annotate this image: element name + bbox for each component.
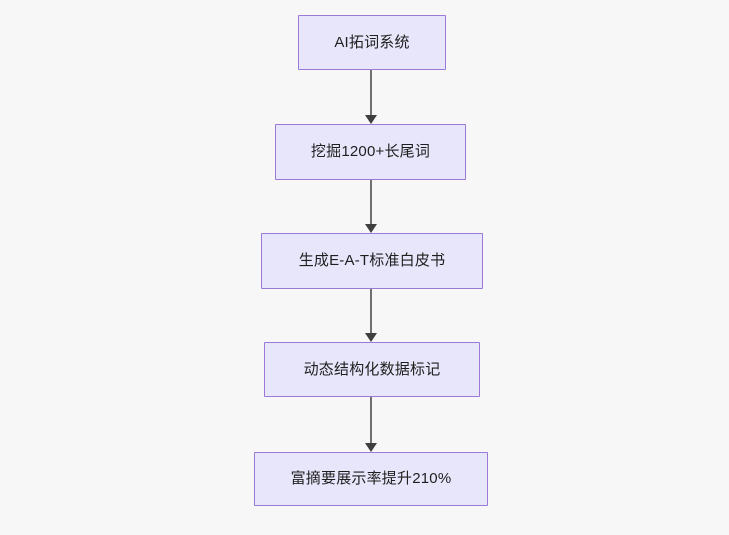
flow-node-generate-eat-whitepaper[interactable]: 生成E-A-T标准白皮书 [261,233,483,289]
arrowhead-icon [365,443,377,452]
flow-node-label: 富摘要展示率提升210% [290,470,452,487]
edge-line [370,180,372,225]
arrowhead-icon [365,224,377,233]
arrowhead-icon [365,115,377,124]
flow-edge-3-to-4 [361,289,381,342]
flow-node-ai-keyword-system[interactable]: AI拓词系统 [298,15,446,70]
flow-node-mine-longtail-keywords[interactable]: 挖掘1200+长尾词 [275,124,466,180]
flow-node-label: 挖掘1200+长尾词 [310,143,431,160]
flow-node-rich-snippet-impression-lift[interactable]: 富摘要展示率提升210% [254,452,488,506]
arrowhead-icon [365,333,377,342]
flow-edge-1-to-2 [361,70,381,124]
flow-edge-2-to-3 [361,180,381,233]
edge-line [370,289,372,334]
flow-edge-4-to-5 [361,397,381,452]
edge-line [370,397,372,444]
flow-node-label: 生成E-A-T标准白皮书 [298,252,446,269]
edge-line [370,70,372,116]
flow-node-dynamic-structured-data-markup[interactable]: 动态结构化数据标记 [264,342,480,397]
flow-node-label: AI拓词系统 [334,33,410,51]
flow-node-label: 动态结构化数据标记 [303,360,441,378]
